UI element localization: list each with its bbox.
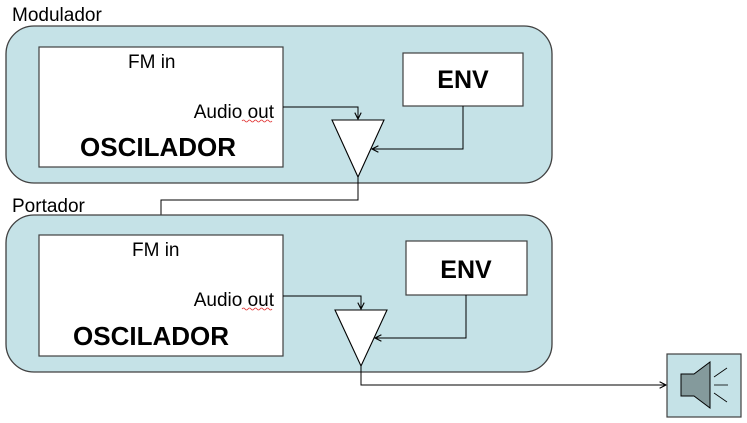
modulator-audio-out-label: Audio out: [194, 102, 275, 123]
speaker-icon: [680, 361, 728, 409]
modulator-amplifier-triangle[interactable]: [331, 119, 385, 179]
speaker-output[interactable]: [666, 353, 742, 418]
carrier-envelope-block[interactable]: ENV: [405, 240, 528, 296]
carrier-audio-to-amp-wire: [283, 295, 361, 309]
carrier-env-to-amp-wire: [375, 295, 467, 338]
modulator-env-to-amp-wire: [372, 106, 464, 149]
carrier-amplifier-triangle[interactable]: [334, 309, 388, 368]
carrier-oscillator-block[interactable]: FM in Audio out OSCILADOR: [38, 234, 284, 357]
carrier-oscillator-label: OSCILADOR: [73, 321, 229, 351]
carrier-audio-out-label: Audio out: [194, 290, 275, 311]
modulator-audio-to-amp-wire: [283, 106, 358, 119]
modulator-envelope-label: ENV: [437, 66, 489, 94]
spellcheck-underline: [241, 119, 273, 123]
carrier-fm-in-label: FM in: [132, 240, 180, 261]
carrier-to-speaker-wire: [360, 366, 666, 385]
carrier-title: Portador: [12, 196, 86, 217]
modulator-fm-in-label: FM in: [128, 52, 176, 73]
modulator-oscillator-block[interactable]: FM in Audio out OSCILADOR: [38, 46, 284, 168]
modulator-title: Modulador: [12, 5, 102, 26]
spellcheck-underline: [241, 307, 273, 311]
carrier-envelope-label: ENV: [440, 256, 492, 284]
modulator-oscillator-label: OSCILADOR: [80, 132, 236, 162]
modulator-envelope-block[interactable]: ENV: [402, 52, 524, 107]
